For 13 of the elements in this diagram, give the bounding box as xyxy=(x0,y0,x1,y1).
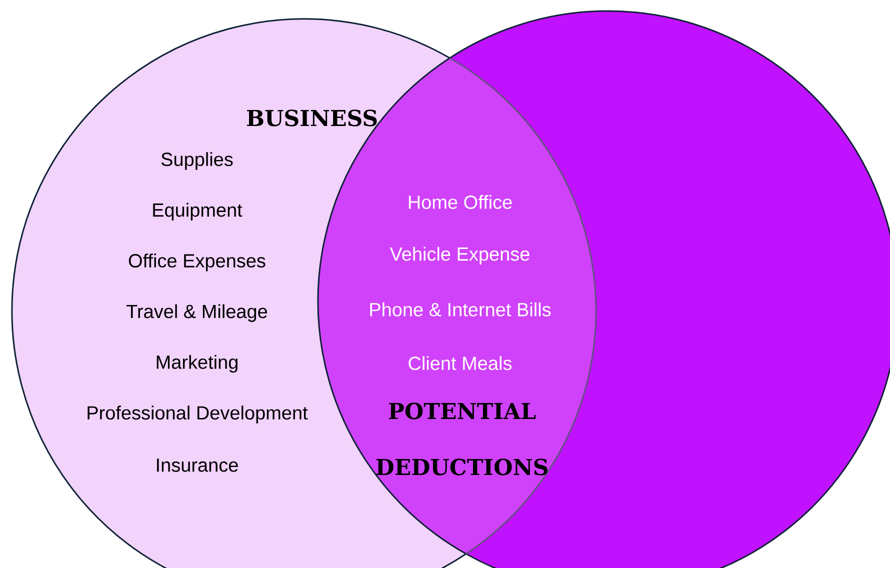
list-item: Home Office xyxy=(408,195,512,209)
list-item: Travel & Mileage xyxy=(126,304,268,322)
list-item: Phone & Internet Bills xyxy=(370,302,551,316)
list-item: Client Meals xyxy=(408,356,512,370)
list-item: Supplies xyxy=(161,152,233,170)
list-item: Insurance xyxy=(157,458,238,472)
list-item: Office Expenses xyxy=(128,254,266,272)
list-item: Equipment xyxy=(153,202,242,221)
list-item: Vehicle Expense xyxy=(390,246,530,265)
list-item: Professional Development xyxy=(88,406,308,424)
heading: POTENTIAL DEDUCTIONS xyxy=(376,402,548,476)
heading: BUSINESS xyxy=(246,110,377,126)
list-item: Marketing xyxy=(156,354,238,373)
